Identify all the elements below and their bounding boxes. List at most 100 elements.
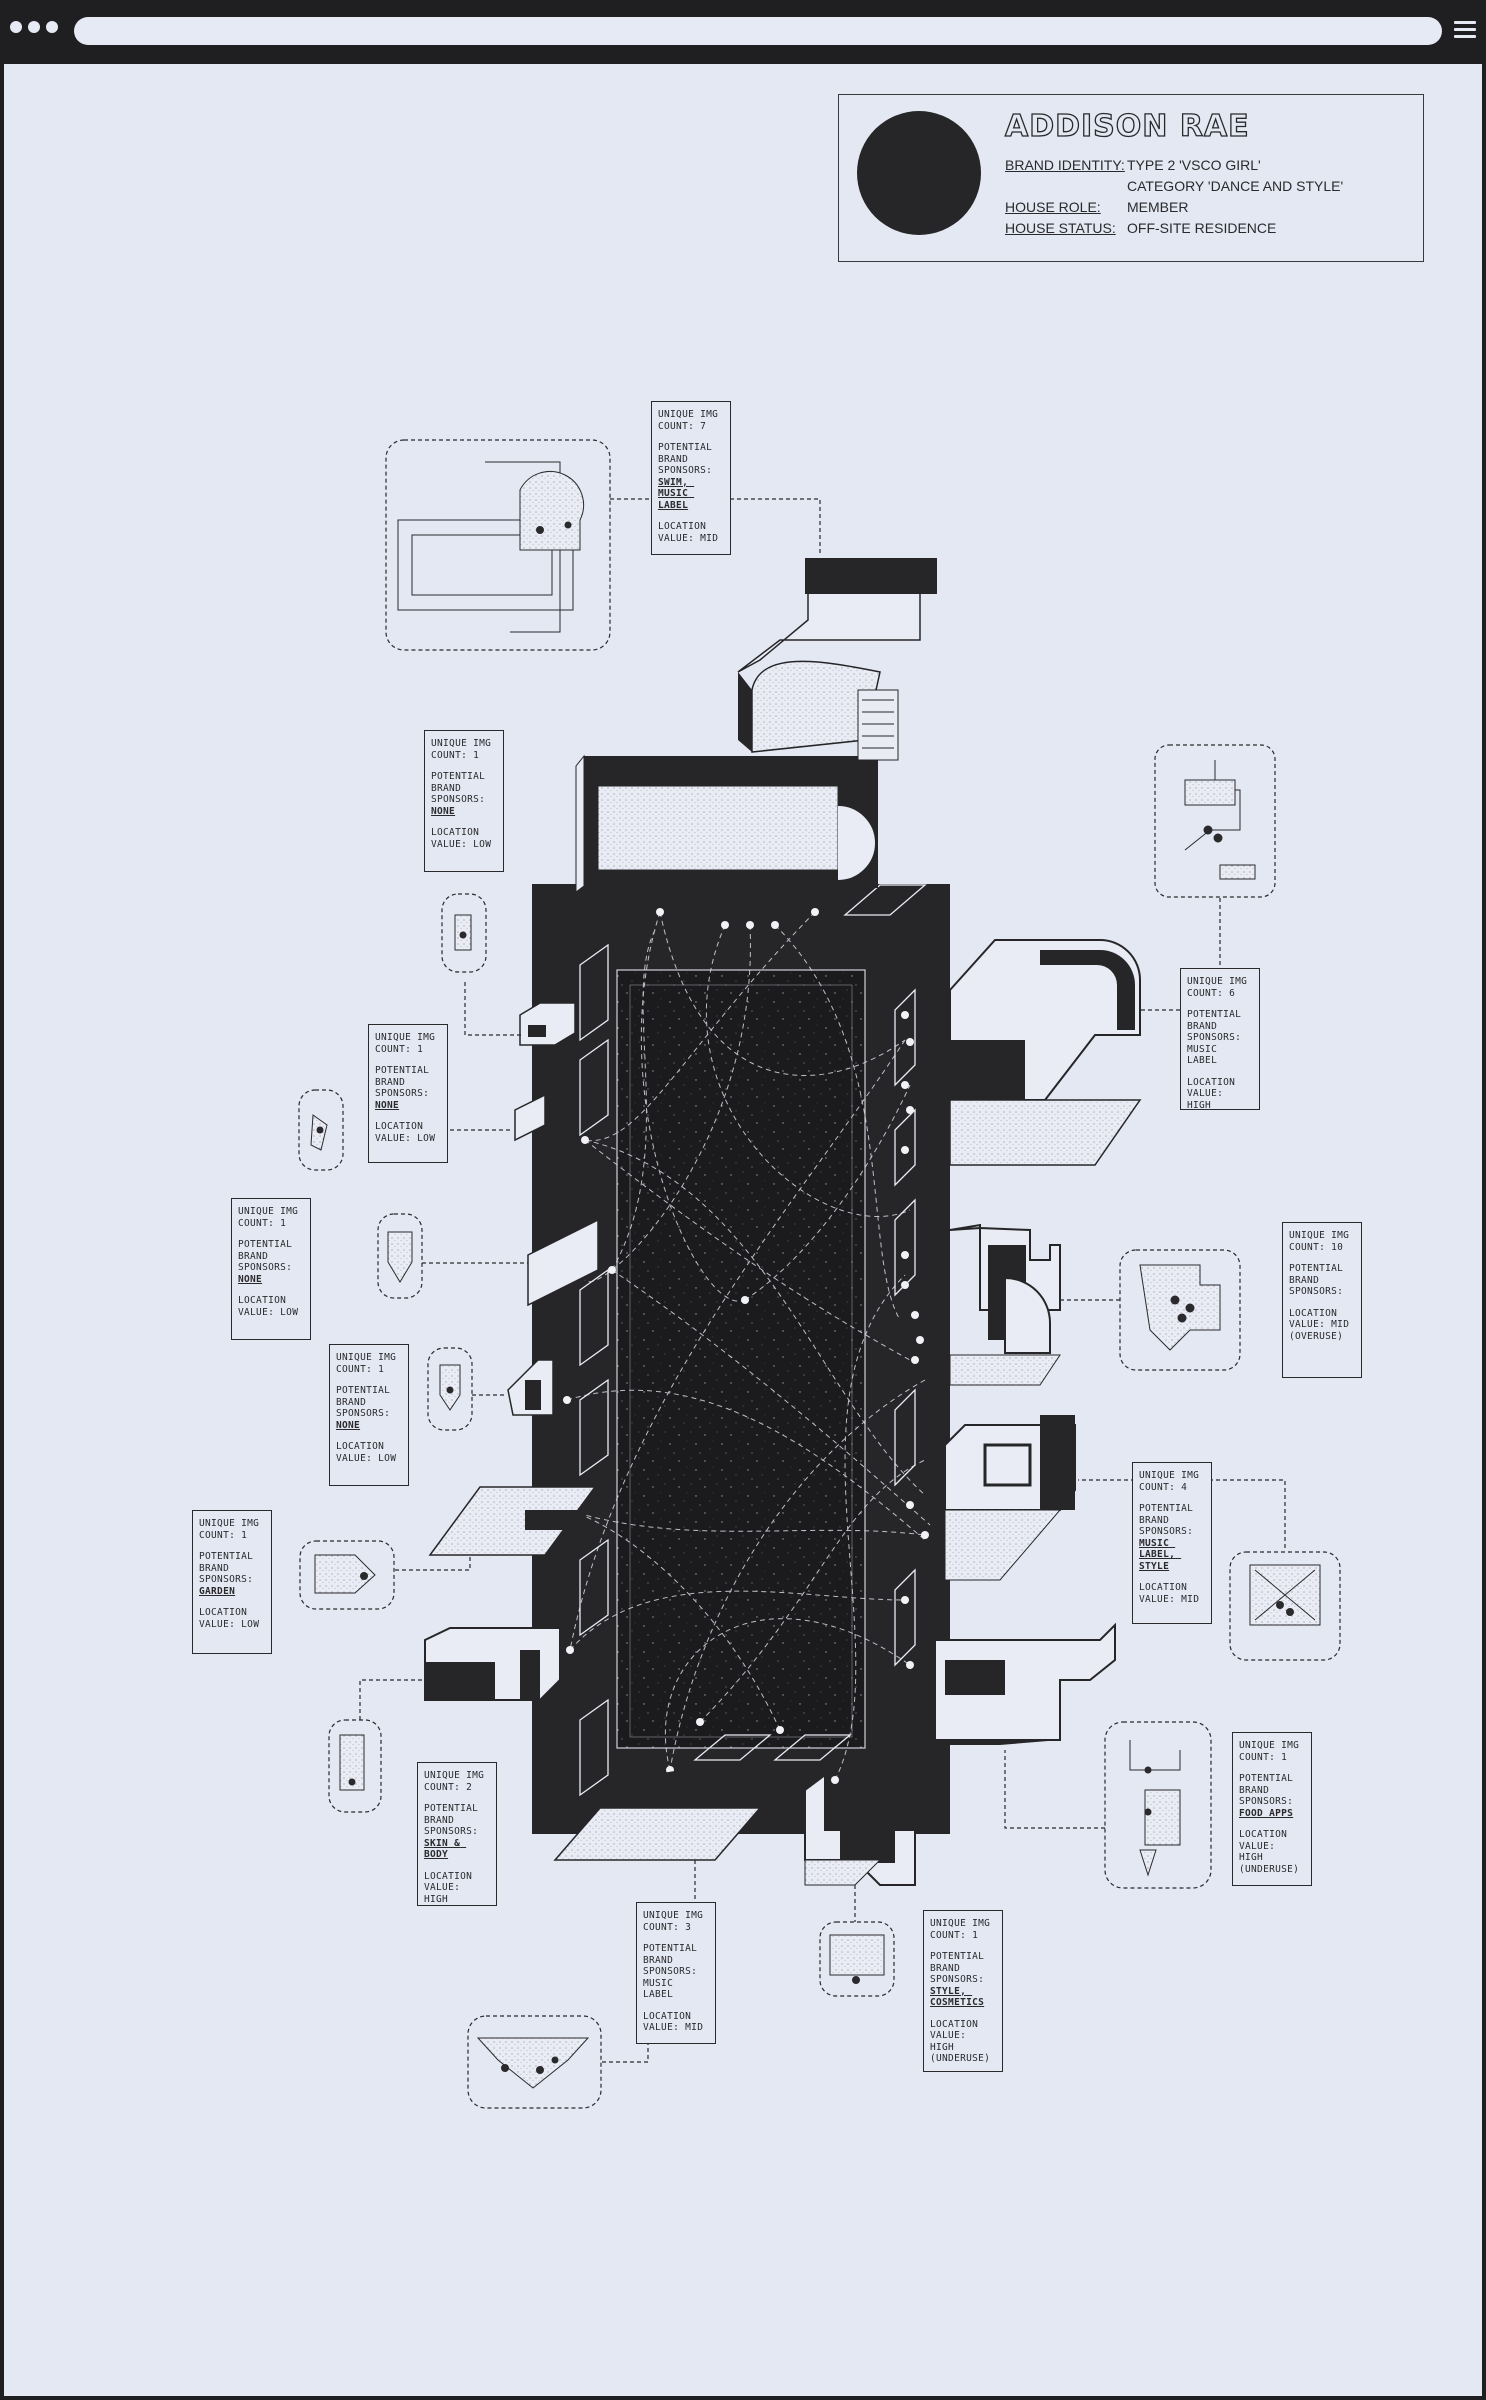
card-label: LOCATION VALUE:: [424, 1870, 479, 1894]
card-value: 7: [700, 420, 707, 432]
card-label: UNIQUE IMG COUNT:: [1187, 976, 1254, 999]
window-controls[interactable]: [10, 21, 58, 33]
slab-panels: [579, 884, 927, 1797]
card-label: POTENTIAL BRAND SPONSORS:: [336, 1385, 397, 1419]
dance-floor: [616, 969, 866, 1749]
card-label: UNIQUE IMG COUNT:: [424, 1770, 491, 1793]
card-label: POTENTIAL BRAND SPONSORS:: [1139, 1503, 1200, 1537]
card-label: POTENTIAL BRAND SPONSORS:: [375, 1065, 436, 1099]
mini-plans: [310, 461, 1321, 2089]
card-label: LOCATION VALUE:: [930, 2018, 985, 2042]
card-label: LOCATION VALUE:: [1139, 1582, 1194, 1605]
avatar: [857, 111, 981, 235]
card-label: UNIQUE IMG COUNT:: [643, 1910, 710, 1933]
browser-toolbar: [0, 0, 1486, 62]
card-value: HIGH (UNDERUSE): [1239, 1852, 1300, 1875]
card-label: UNIQUE IMG COUNT:: [336, 1352, 403, 1375]
card-value: LOW: [473, 838, 492, 850]
balcony-volume: [737, 558, 937, 761]
card-label: LOCATION VALUE:: [658, 521, 713, 544]
connector-lines: [359, 498, 1286, 2063]
card-value: 1: [280, 1217, 287, 1229]
card-label: LOCATION VALUE:: [1289, 1307, 1344, 1331]
card-value: 1: [378, 1363, 385, 1375]
card-value: MUSIC LABEL, STYLE: [1139, 1537, 1182, 1572]
card-value: 3: [685, 1921, 692, 1933]
window-dot-icon[interactable]: [28, 21, 40, 33]
profile-card: ADDISON RAE BRAND IDENTITY: TYPE 2 'VSCO…: [838, 94, 1424, 262]
card-value: 1: [241, 1529, 248, 1541]
card-value: 1: [417, 1043, 424, 1055]
card-value: STYLE, COSMETICS: [930, 1985, 985, 2009]
right-volumes: [934, 939, 1142, 1745]
card-label: UNIQUE IMG COUNT:: [199, 1518, 266, 1541]
card-value: NONE: [431, 805, 456, 817]
card-value: NONE: [375, 1099, 400, 1111]
bottom-volumes: [553, 1770, 916, 1886]
card-value: MID: [1181, 1593, 1200, 1605]
card-value: GARDEN: [199, 1585, 236, 1597]
card-label: POTENTIAL BRAND SPONSORS:: [431, 771, 492, 805]
card-label: UNIQUE IMG COUNT:: [658, 409, 725, 432]
card-value: 1: [972, 1929, 979, 1941]
card-value: LOW: [417, 1132, 436, 1144]
card-value: NONE: [238, 1273, 263, 1285]
card-value: 10: [1331, 1241, 1344, 1253]
card-label: POTENTIAL BRAND SPONSORS:: [1239, 1773, 1300, 1807]
card-value: HIGH: [1187, 1099, 1212, 1111]
card-value: MID: [700, 532, 719, 544]
card-value: LOW: [241, 1618, 260, 1630]
card-value: 6: [1229, 987, 1236, 999]
address-bar[interactable]: [74, 17, 1442, 45]
card-label: UNIQUE IMG COUNT:: [238, 1206, 305, 1229]
card-value: LOW: [280, 1306, 299, 1318]
card-label: POTENTIAL BRAND SPONSORS:: [1289, 1263, 1350, 1297]
card-label: POTENTIAL BRAND SPONSORS:: [424, 1803, 485, 1837]
card-value: MID (OVERUSE): [1289, 1319, 1356, 1342]
card-label: POTENTIAL BRAND SPONSORS:: [930, 1951, 991, 1985]
left-volumes: [424, 1002, 599, 1701]
card-value: 2: [466, 1781, 473, 1793]
callout-bubbles: [298, 439, 1341, 2109]
pool-volume: [575, 754, 878, 893]
profile-name: ADDISON RAE: [1004, 108, 1250, 144]
window-dot-icon[interactable]: [10, 21, 22, 33]
movement-paths: [551, 911, 931, 1781]
card-label: UNIQUE IMG COUNT:: [431, 738, 498, 761]
card-value: MUSIC LABEL: [1187, 1043, 1224, 1067]
waypoints: [548, 908, 929, 1784]
card-label: UNIQUE IMG COUNT:: [930, 1918, 997, 1941]
card-label: LOCATION VALUE:: [1239, 1829, 1294, 1852]
card-label: LOCATION VALUE:: [643, 2010, 698, 2034]
card-value: 4: [1181, 1481, 1188, 1493]
card-value: MUSIC LABEL: [643, 1977, 680, 2001]
card-label: UNIQUE IMG COUNT:: [1289, 1230, 1356, 1253]
card-label: LOCATION VALUE:: [199, 1607, 254, 1630]
card-value: FOOD APPS: [1239, 1807, 1294, 1819]
card-label: POTENTIAL BRAND SPONSORS:: [643, 1943, 704, 1977]
card-label: POTENTIAL BRAND SPONSORS:: [1187, 1009, 1248, 1043]
card-value: HIGH (UNDERUSE): [930, 2041, 991, 2065]
card-value: LOW: [378, 1452, 397, 1464]
card-value: NONE: [336, 1419, 361, 1431]
card-label: UNIQUE IMG COUNT:: [1139, 1470, 1206, 1493]
window-dot-icon[interactable]: [46, 21, 58, 33]
card-label: POTENTIAL BRAND SPONSORS:: [199, 1551, 260, 1585]
card-value: 1: [473, 749, 480, 761]
card-label: UNIQUE IMG COUNT:: [375, 1032, 442, 1055]
card-value: SKIN & BODY: [424, 1837, 467, 1861]
hamburger-menu-icon[interactable]: [1454, 18, 1476, 42]
